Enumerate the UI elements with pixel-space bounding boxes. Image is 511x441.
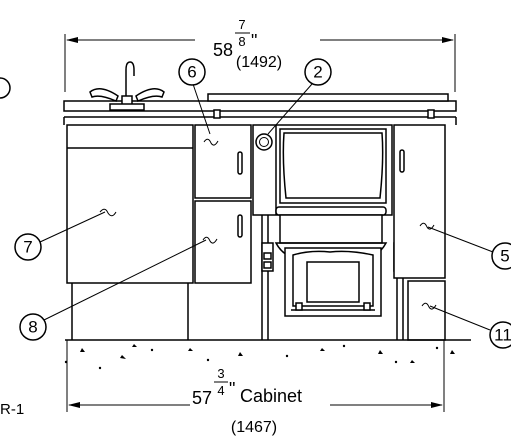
top-dim-unit: " (251, 31, 257, 51)
callout-7-number: 7 (23, 238, 32, 257)
callout-11-circle (489, 321, 511, 349)
center-appliance (252, 124, 393, 259)
top-dim-whole: 58 (213, 40, 233, 60)
appliance-lower-housing (279, 214, 383, 244)
callout-8-number: 8 (28, 318, 37, 337)
top-dim-metric: (1492) (236, 54, 282, 71)
callout-5-circle (491, 242, 511, 270)
top-arrow-right (442, 37, 454, 43)
upper-drawer-handle (237, 151, 243, 175)
rail-bracket-right (427, 109, 435, 119)
appliance-tray (275, 206, 387, 216)
drawer-stack (194, 124, 252, 284)
callout-8-circle (19, 313, 47, 341)
right-lower-panel (407, 280, 446, 341)
callout-8-leader (43, 239, 207, 321)
floor-aggregate-marks (64, 344, 455, 370)
bottom-dim-numerator: 3 (217, 366, 224, 381)
right-cabinet-handle (399, 149, 405, 173)
callout-2-number: 2 (313, 63, 322, 82)
bottom-dim-whole: 57 (192, 388, 212, 408)
bottom-dim-unit: " (229, 379, 235, 399)
right-cabinet-door (393, 124, 446, 279)
appliance-window (279, 128, 387, 204)
faucet-icon (89, 61, 165, 111)
top-dimension: 58 7 8 " (1492) (64, 17, 456, 92)
backsplash-rail (207, 93, 449, 102)
floor (64, 339, 471, 370)
bottom-dimension: 57 3 4 " Cabinet (1467) (66, 340, 445, 436)
right-cabinet (393, 124, 446, 341)
callout-2-circle (304, 58, 332, 86)
callout-6: 6 (178, 58, 211, 135)
bottom-dim-suffix: Cabinet (240, 386, 302, 406)
bracket-left-clip-a (263, 252, 272, 260)
callout-11-number: 11 (494, 326, 511, 345)
top-arrow-left (66, 37, 78, 43)
callout-2: 2 (267, 58, 332, 135)
faucet-deck (109, 103, 145, 111)
callout-2-leader (267, 83, 313, 135)
callout-7: 7 (14, 211, 106, 261)
bracket-left-clip-b (263, 261, 272, 269)
callout-7-circle (14, 233, 42, 261)
appliance-knob-inner (259, 137, 269, 147)
callout-6-circle (178, 58, 206, 86)
bottom-dim-denominator: 4 (217, 383, 224, 398)
callout-5: 5 (427, 226, 511, 270)
countertop (63, 93, 457, 125)
bin-foot-left (295, 302, 303, 311)
callout-6-leader (192, 83, 211, 135)
bottom-dim-metric: (1467) (231, 419, 277, 436)
lower-drawer-mark (202, 236, 218, 244)
waste-bin-liner (292, 250, 374, 307)
rail-bracket-left (213, 109, 221, 119)
faucet-handle-right (135, 88, 165, 102)
lower-drawer-handle (237, 214, 243, 238)
callout-8: 8 (19, 239, 207, 341)
bottom-arrow-right (431, 402, 443, 408)
callout-5-number: 5 (500, 247, 509, 266)
callout-11: 11 (429, 305, 511, 349)
appliance-screen (282, 132, 384, 199)
side-label: R-1 (0, 401, 24, 418)
sink-cabinet-door-mark (99, 208, 117, 217)
sink-cabinet (66, 124, 194, 340)
faucet-spout (125, 61, 135, 110)
bin-foot-right (363, 302, 371, 311)
bottom-arrow-left (68, 402, 80, 408)
callout-7-leader (39, 211, 106, 243)
top-dim-denominator: 8 (238, 34, 245, 49)
callout-5-leader (427, 226, 494, 253)
upper-drawer-mark (203, 138, 219, 146)
faucet-handle-left (89, 88, 119, 102)
appliance-knob (255, 133, 273, 151)
lower-drawer (194, 200, 252, 284)
top-dim-numerator: 7 (238, 17, 245, 32)
callout-11-leader (429, 305, 491, 331)
waste-bin-inner (306, 261, 360, 303)
partial-callout-circle (0, 77, 11, 99)
callout-6-number: 6 (187, 63, 196, 82)
